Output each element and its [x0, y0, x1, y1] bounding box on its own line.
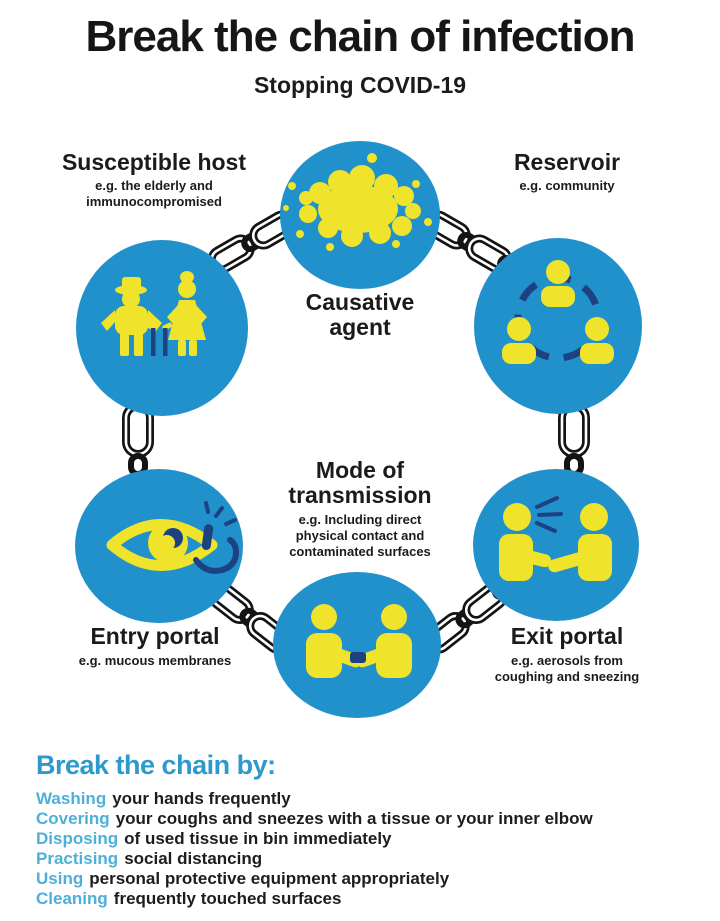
- break-item-rest: of used tissue in bin immediately: [124, 829, 392, 848]
- label-mode-of-transmission: Mode of transmission: [288, 457, 432, 508]
- page-subtitle: Stopping COVID-19: [253, 72, 467, 98]
- break-item-lead: Covering: [36, 809, 110, 828]
- example-exit-portal: e.g. aerosols from coughing and sneezing: [494, 653, 640, 684]
- label-causative-agent: Causative agent: [305, 289, 415, 340]
- break-item-lead: Disposing: [36, 829, 119, 848]
- example-reservoir: e.g. community: [519, 178, 615, 193]
- node-circle-mode-of-transmission: [273, 572, 441, 718]
- node-circle-susceptible-host: [76, 240, 248, 416]
- break-item-rest: social distancing: [124, 849, 263, 868]
- break-item-lead: Using: [36, 869, 84, 888]
- example-mode-of-transmission: e.g. Including direct physical contact a…: [289, 512, 431, 559]
- sneezing-people-icon: [499, 496, 612, 581]
- label-entry-portal: Entry portal: [90, 623, 220, 649]
- break-item: Washing your hands frequently: [36, 789, 696, 809]
- handshake-icon: [306, 604, 412, 678]
- example-entry-portal: e.g. mucous membranes: [78, 653, 232, 668]
- break-item: Disposing of used tissue in bin immediate…: [36, 829, 696, 849]
- break-item-lead: Cleaning: [36, 889, 108, 908]
- break-the-chain-section: Break the chain by: Washing your hands fr…: [36, 750, 696, 909]
- node-circle-exit-portal: [473, 469, 639, 621]
- break-item-lead: Washing: [36, 789, 107, 808]
- example-susceptible-host: e.g. the elderly and immunocompromised: [86, 178, 222, 209]
- break-item-rest: your hands frequently: [112, 789, 291, 808]
- break-item-lead: Practising: [36, 849, 119, 868]
- community-people-icon: [502, 260, 614, 364]
- page-title: Break the chain of infection: [85, 12, 636, 61]
- break-item: Using personal protective equipment appro…: [36, 869, 696, 889]
- virus-splat-icon: [283, 153, 432, 251]
- break-item-rest: your coughs and sneezes with a tissue or…: [115, 809, 593, 828]
- break-item: Practising social distancing: [36, 849, 696, 869]
- eye-touch-icon: [106, 501, 240, 574]
- label-exit-portal: Exit portal: [510, 623, 624, 649]
- break-item-rest: frequently touched surfaces: [113, 889, 342, 908]
- elderly-couple-icon: [101, 271, 207, 356]
- break-item: Covering your coughs and sneezes with a t…: [36, 809, 696, 829]
- break-section-heading: Break the chain by:: [36, 750, 276, 780]
- break-item: Cleaning frequently touched surfaces: [36, 889, 696, 909]
- break-item-rest: personal protective equipment appropriat…: [89, 869, 450, 888]
- label-reservoir: Reservoir: [513, 149, 621, 175]
- label-susceptible-host: Susceptible host: [61, 149, 247, 175]
- node-circle-reservoir: [474, 238, 642, 414]
